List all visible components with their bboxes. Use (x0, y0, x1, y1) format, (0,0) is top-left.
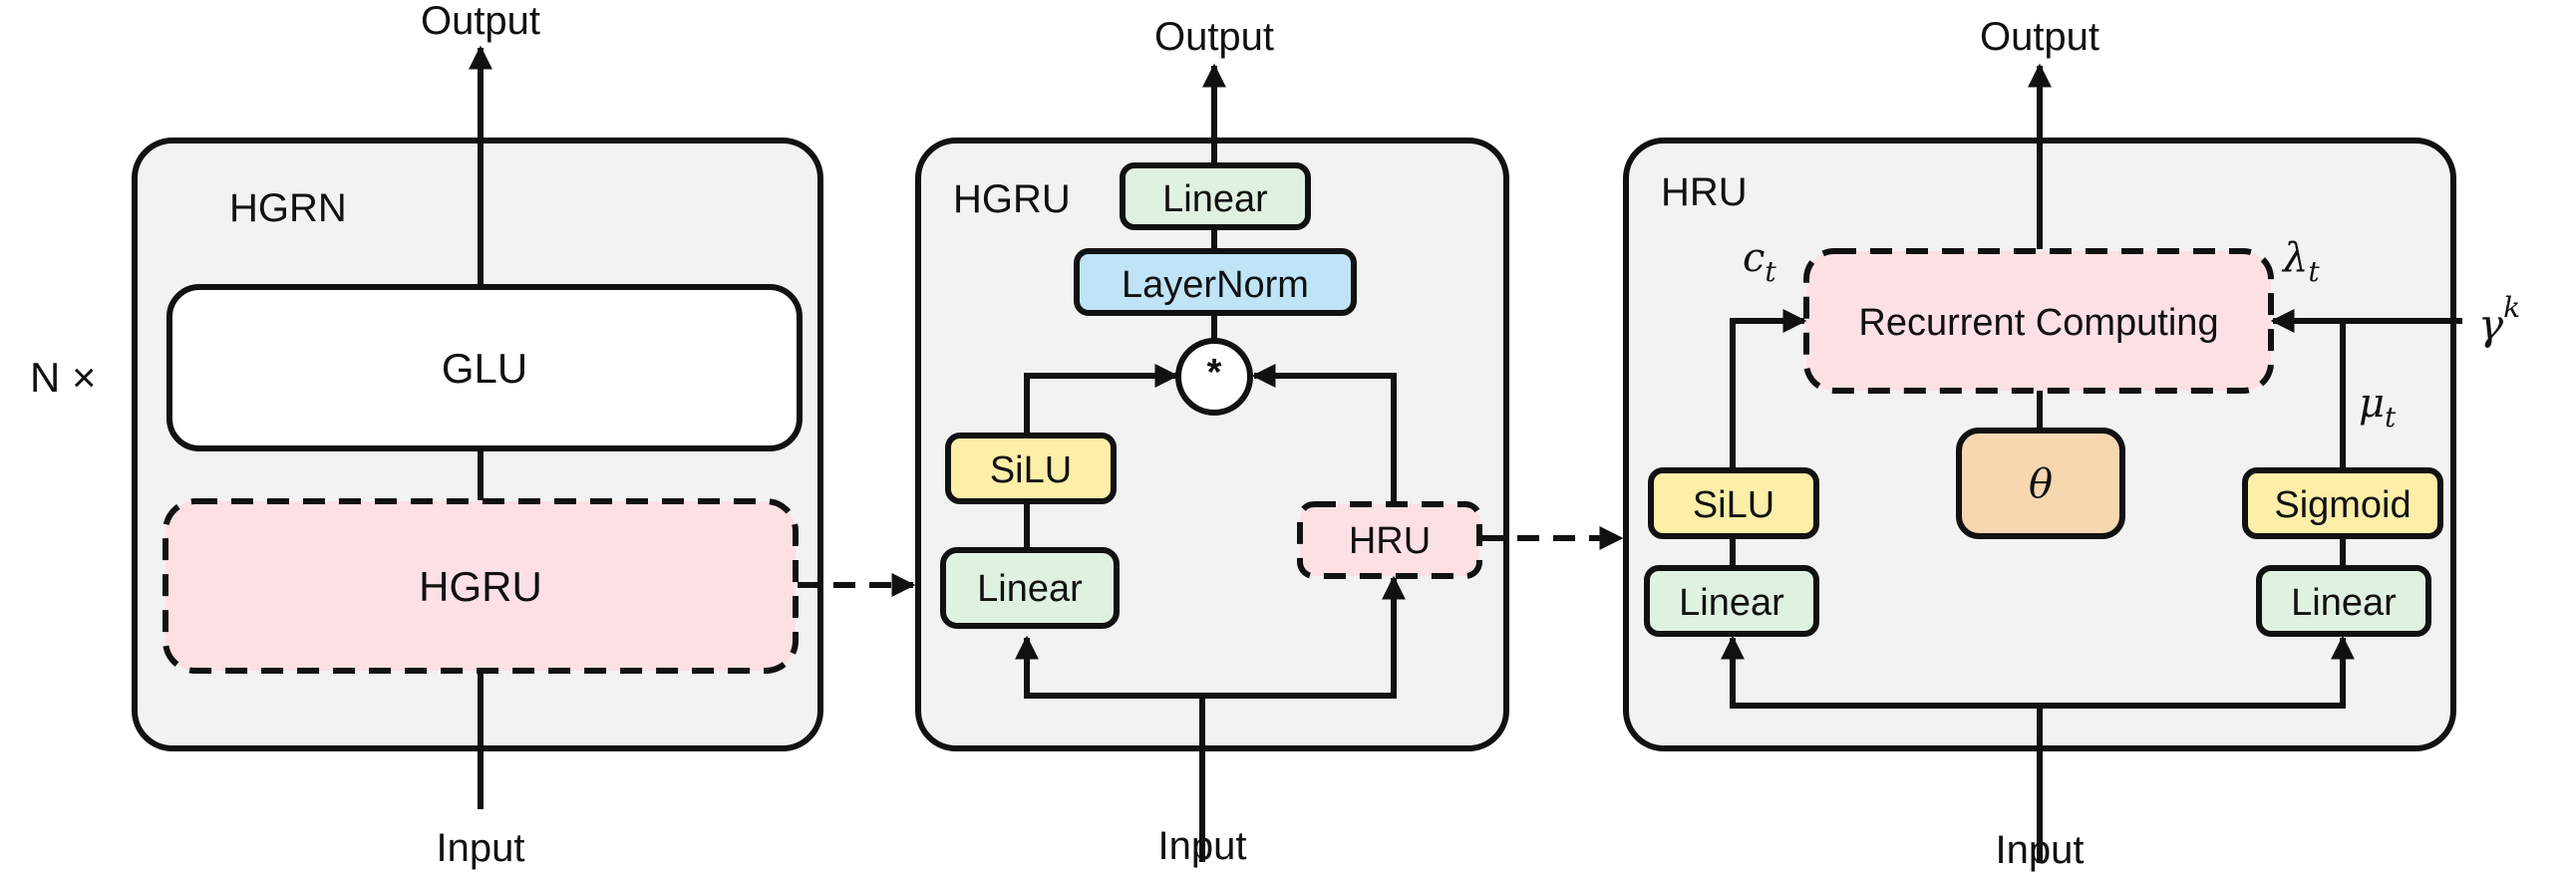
recurrent-computing-label: Recurrent Computing (1858, 302, 2218, 344)
hru-input-split-wire (1721, 635, 2355, 709)
hgru-silu-label: SiLU (990, 449, 1072, 491)
hgru-multiply-node (1175, 338, 1253, 416)
glu-label: GLU (442, 345, 527, 392)
hgru-layernorm-label: LayerNorm (1122, 264, 1309, 306)
hgrn-panel: HGRN GLU HGRU (132, 45, 823, 809)
hru-silu-to-recurrent-wire (1730, 309, 1807, 469)
hru-panel: HRU Recurrent Computing θ SiLU Linear Si… (1623, 63, 2462, 863)
hgru-multiply-symbol: * (1207, 352, 1222, 394)
hgrn-panel-title: HGRN (229, 186, 347, 230)
hru-linear-left-block (1644, 565, 1819, 637)
hru-panel-title: HRU (1661, 170, 1748, 214)
c-t-annotation: ct (1743, 235, 1776, 288)
hru-silu-label: SiLU (1693, 484, 1774, 526)
theta-block (1956, 428, 2125, 539)
hgru-layernorm-block (1074, 248, 1357, 316)
lambda-t-annotation: λt (2281, 235, 2320, 288)
hgru-linear-in-label: Linear (977, 568, 1083, 610)
theta-label: θ (2029, 461, 2053, 507)
repeat-label: N × (30, 354, 97, 401)
recurrent-computing-block (1803, 248, 2274, 394)
hru-sigmoid-block (2242, 467, 2443, 539)
hgru-input-split-wire (1015, 575, 1406, 699)
mu-t-annotation: μt (2359, 381, 2397, 434)
glu-block (166, 284, 803, 451)
hgrn-output-label: Output (421, 0, 540, 43)
hgru-silu-block (945, 433, 1117, 504)
hgrn-input-label: Input (437, 826, 525, 870)
hgru-panel: HGRU Linear LayerNorm * SiLU Linear HRU (915, 63, 1509, 862)
hgru-hru-to-multiply-wire (1251, 364, 1397, 503)
hgru-hru-label: HRU (1349, 520, 1431, 562)
hgrn-hgru-block (162, 498, 799, 674)
hru-linear-left-label: Linear (1679, 582, 1784, 624)
hru-input-label: Input (1996, 828, 2085, 872)
hru-silu-block (1648, 467, 1819, 539)
hgru-linear-in-block (940, 547, 1120, 629)
hgru-linear-out-label: Linear (1162, 178, 1268, 220)
hgru-hru-block (1297, 501, 1482, 579)
hgru-silu-to-multiply-wire (1024, 364, 1179, 436)
hru-linear-right-label: Linear (2291, 582, 2397, 624)
hru-linear-right-block (2256, 565, 2431, 637)
gamma-k-annotation: γk (2478, 291, 2520, 349)
hgru-input-label: Input (1158, 824, 1247, 868)
hgru-linear-out-block (1120, 162, 1311, 230)
hgrn-hgru-label: HGRU (419, 563, 542, 610)
hgru-panel-title: HGRU (953, 177, 1071, 221)
hru-output-label: Output (1980, 15, 2099, 59)
hru-sigmoid-label: Sigmoid (2274, 484, 2411, 526)
hgru-output-label: Output (1154, 15, 1274, 59)
